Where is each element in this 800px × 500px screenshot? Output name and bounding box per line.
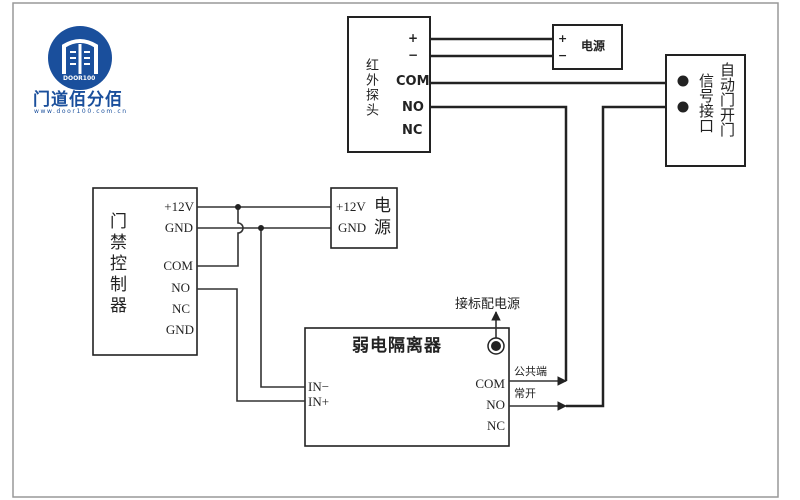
isolator-title: 弱电隔离器 [352, 336, 442, 355]
controller-box [92, 187, 198, 356]
controller-terminal-gnd2: GND [165, 322, 194, 337]
ir-terminal-nc: NC [402, 123, 423, 138]
outer-frame [12, 2, 779, 498]
controller-terminal-12v: +12V [164, 199, 194, 214]
controller-terminal-com: COM [163, 258, 193, 273]
wire-ir-no-isolator-com [430, 105, 568, 381]
isolator-out-com: COM [475, 376, 505, 391]
ir-probe-box [347, 16, 431, 153]
ir-terminal-no: NO [402, 100, 424, 115]
junction-dot-12v [235, 204, 241, 210]
isolator-out-nc: NC [486, 418, 505, 433]
wire-gnd-in-minus [260, 228, 305, 388]
controller-power-gnd: GND [338, 220, 367, 235]
controller-terminal-no: NO [171, 280, 190, 295]
door-terminal-1 [677, 75, 689, 87]
logo-name: 门道佰分佰 [33, 90, 123, 110]
controller-title: 门禁控制器 [107, 212, 126, 317]
junction-dot-gnd [258, 225, 264, 231]
ir-power-minus: − [558, 49, 568, 62]
isolator-in-plus: IN+ [308, 394, 330, 409]
wire-12v-com-jumper [197, 207, 244, 267]
ir-power-title: 电源 [581, 39, 606, 53]
isolator-com-label: 公共端 [514, 366, 547, 378]
isolator-out-no: NO [486, 397, 505, 412]
controller-power-title-1: 电 [374, 196, 391, 215]
isolator-in-minus: IN− [308, 379, 330, 394]
auto-door-title: 自动门开门 [718, 62, 736, 137]
door-terminal-2 [677, 101, 689, 113]
logo-badge-text: DOOR100 [63, 75, 96, 82]
isolator-no-label: 常开 [514, 388, 536, 400]
logo-icon [48, 26, 112, 90]
ir-terminal-minus: − [408, 48, 419, 62]
controller-power-title-2: 源 [374, 218, 391, 237]
isolator-power-jack-icon [487, 337, 505, 355]
ir-terminal-plus: + [408, 31, 419, 45]
wire-door-isolator-no [566, 105, 666, 408]
controller-power-12v: +12V [336, 199, 366, 214]
auto-door-subtitle: 信号接口 [697, 73, 715, 133]
ir-terminal-com: COM [396, 74, 430, 89]
isolator-power-note: 接标配电源 [455, 296, 521, 311]
ir-power-box [552, 24, 623, 70]
ir-power-plus: + [558, 32, 568, 45]
logo-url: www.door100.com.cn [34, 108, 128, 115]
controller-power-box [330, 187, 398, 249]
controller-terminal-gnd: GND [164, 220, 193, 235]
wire-no-in-plus [197, 288, 305, 402]
ir-probe-title: 红外探头 [363, 58, 378, 118]
controller-terminal-nc: NC [171, 301, 190, 316]
auto-door-box [665, 54, 746, 167]
